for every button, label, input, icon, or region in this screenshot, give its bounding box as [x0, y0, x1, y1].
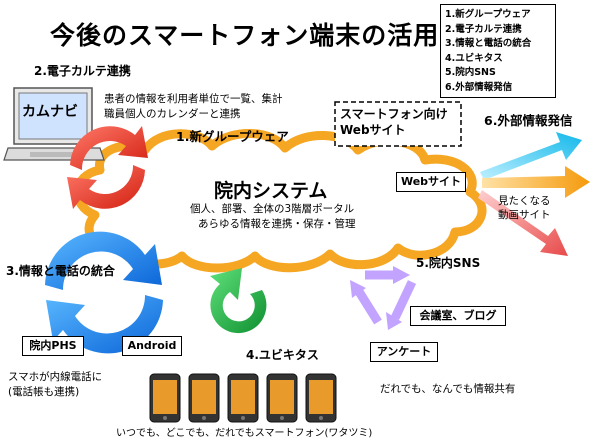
ehr-label: 2.電子カルテ連携	[34, 64, 131, 78]
green-cycle-arrow-icon	[210, 268, 267, 334]
legend-item: 6.外部情報発信	[445, 81, 513, 93]
phone-integration-label: 3.情報と電話の統合	[6, 264, 115, 278]
hospital-system-sub2: あらゆる情報を連携・保存・管理	[198, 218, 356, 230]
meeting-blog-box: 会議室、ブログ	[410, 306, 506, 326]
phone-desc-line2: (電話帳も連携)	[8, 386, 80, 398]
smartphone-icon	[227, 373, 259, 423]
pc-screen-text: カムナビ	[22, 104, 78, 120]
video-site-line1: 見たくなる	[498, 195, 551, 207]
external-label: 6.外部情報発信	[484, 113, 573, 128]
ehr-desc-line1: 患者の情報を利用者単位で一覧、集計	[104, 93, 283, 105]
hospital-system-title: 院内システム	[214, 180, 328, 202]
smartphone-web-line1: スマートフォン向け	[340, 107, 448, 121]
cloud-shape	[73, 129, 487, 273]
survey-box: アンケート	[370, 342, 438, 362]
video-site-line2: 動画サイト	[498, 209, 551, 221]
android-box: Android	[122, 336, 182, 356]
smartphone-web-text: スマートフォン向け Webサイト	[340, 106, 448, 138]
purple-cycle-arrow-icon	[350, 266, 417, 330]
legend-item: 1.新グループウェア	[445, 9, 531, 20]
sns-label: 5.院内SNS	[416, 256, 481, 270]
groupware-label: 1.新グループウェア	[176, 129, 289, 144]
legend-item: 2.電子カルテ連携	[445, 23, 522, 35]
legend-item: 5.院内SNS	[445, 67, 496, 79]
smartphone-web-dashed-box	[334, 101, 462, 147]
legend-box: 1.新グループウェア 2.電子カルテ連携 3.情報と電話の統合 4.ユビキタス …	[440, 4, 556, 98]
legend-item: 4.ユビキタス	[445, 52, 503, 64]
smartphone-web-line2: Webサイト	[340, 123, 406, 137]
smartphone-row	[149, 373, 337, 423]
ubiquitous-label: 4.ユビキタス	[246, 348, 319, 362]
sns-desc: だれでも、なんでも情報共有	[380, 383, 516, 395]
ehr-desc-line2: 職員個人のカレンダーと連携	[104, 108, 241, 120]
smartphone-icon	[149, 373, 181, 423]
hospital-system-sub1: 個人、部署、全体の3階層ポータル	[190, 203, 355, 215]
page-title: 今後のスマートフォン端末の活用	[50, 21, 440, 50]
web-site-box: Webサイト	[396, 172, 466, 192]
phone-desc-line1: スマホが内線電話に	[8, 371, 103, 383]
smartphone-icon	[305, 373, 337, 423]
ubiquitous-caption: いつでも、どこでも、だれでもスマートフォン(ワタツミ)	[116, 428, 373, 439]
external-arrows	[478, 132, 590, 256]
smartphone-icon	[266, 373, 298, 423]
legend-item: 3.情報と電話の統合	[445, 38, 532, 50]
phs-box: 院内PHS	[22, 336, 84, 356]
red-cycle-arrow-icon	[67, 126, 148, 209]
smartphone-icon	[188, 373, 220, 423]
